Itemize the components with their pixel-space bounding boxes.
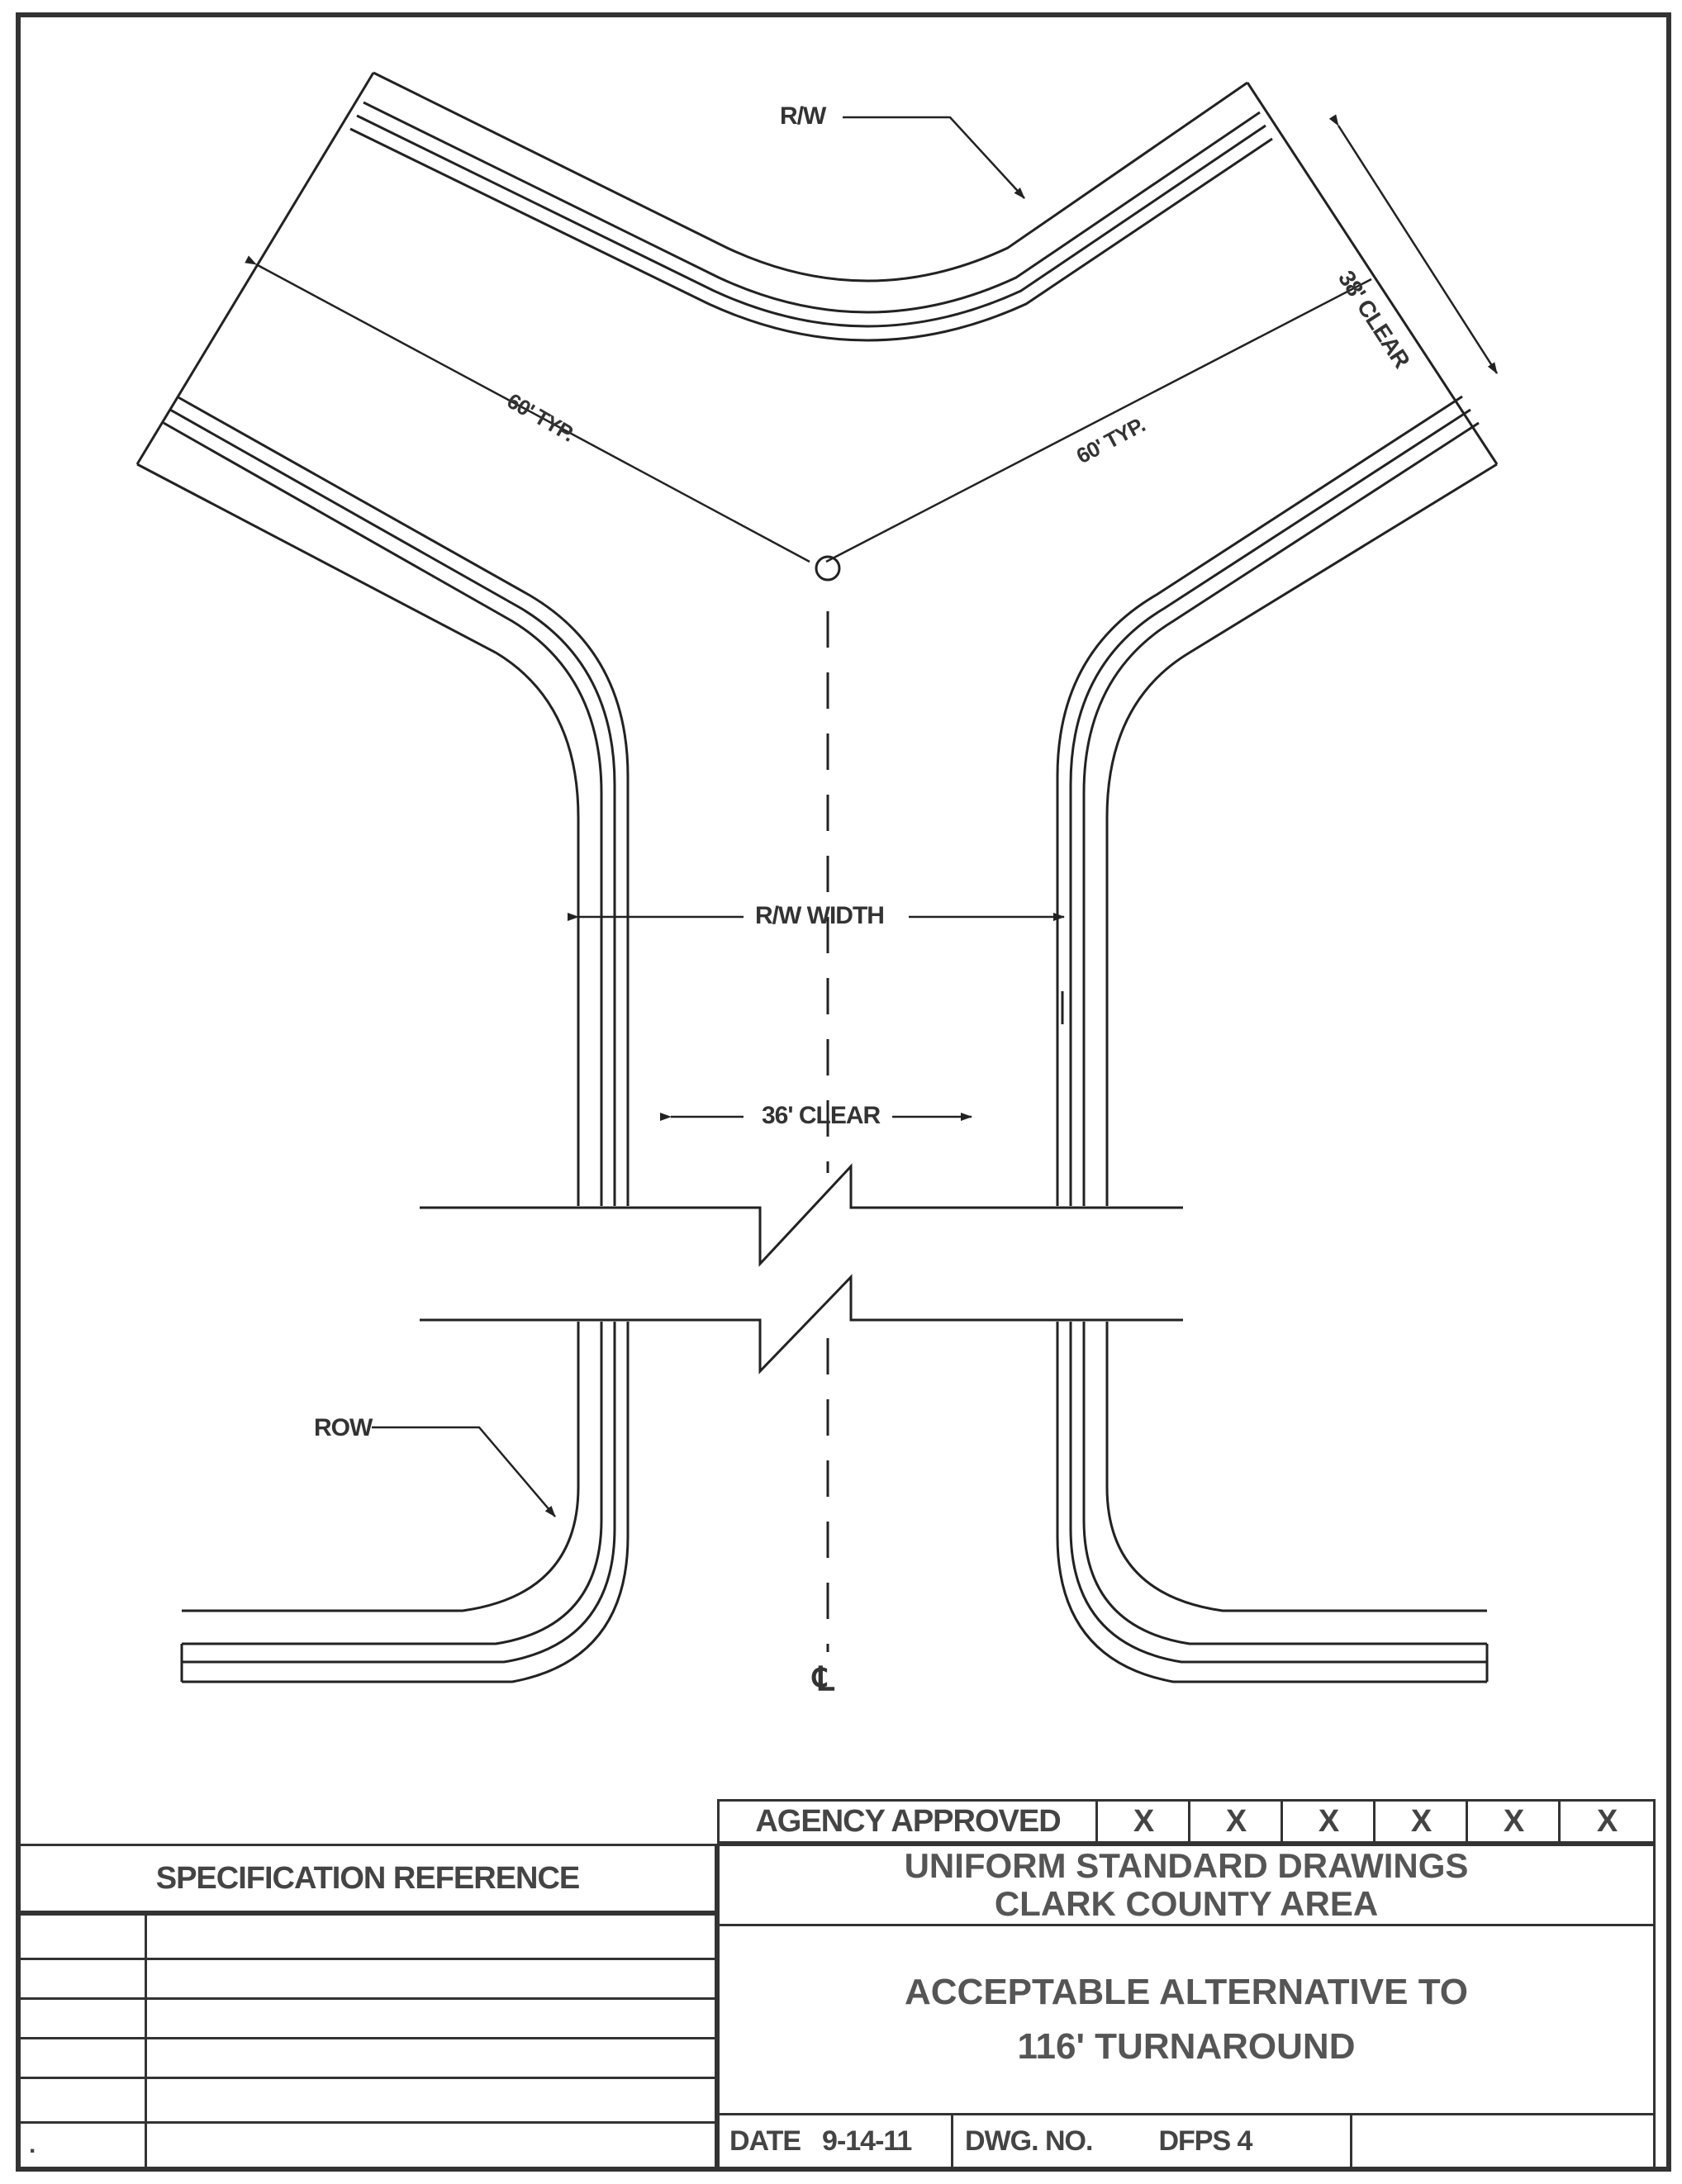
left-curb-3 (163, 421, 603, 1206)
dwg-no-value: DFPS 4 (1158, 2125, 1252, 2157)
date-value: 9-14-11 (822, 2125, 912, 2157)
agency-mark-1: X (1095, 1799, 1191, 1844)
lower-right-curb-2 (1069, 1322, 1487, 1664)
left-stem-rw (136, 463, 580, 1206)
left-arm-end (135, 72, 375, 465)
leader-row-left (372, 1426, 556, 1517)
right-curb-2 (1069, 408, 1471, 1206)
org-line-2: CLARK COUNTY AREA (994, 1884, 1379, 1923)
dwg-no-cell: DWG. NO. DFPS 4 (951, 2113, 1352, 2169)
date-label: DATE (729, 2125, 801, 2157)
spec-row-2-code (18, 1958, 147, 2000)
lower-right-curb-3 (1082, 1322, 1487, 1645)
upper-curb-3 (349, 127, 1273, 342)
dim-38-clear (1328, 114, 1499, 374)
label-rw-top: R/W (780, 102, 826, 130)
spec-reference-header: SPECIFICATION REFERENCE (18, 1844, 717, 1913)
label-row-left: ROW (314, 1414, 373, 1441)
agency-mark-3: X (1281, 1799, 1376, 1844)
right-curb-1 (1056, 395, 1463, 1206)
agency-mark-2: X (1188, 1799, 1284, 1844)
dim-60-left (245, 255, 810, 563)
upper-rw-edge (373, 71, 1248, 282)
date-cell: DATE 9-14-11 (717, 2113, 953, 2169)
right-curb-3 (1082, 421, 1480, 1206)
spec-row-4-desc (145, 2037, 717, 2079)
label-36-clear: 36' CLEAR (762, 1102, 881, 1129)
agency-mark-6: X (1558, 1799, 1656, 1844)
lower-right-curb-1 (1056, 1322, 1487, 1683)
break-lines (420, 1163, 1183, 1374)
title-line-2: 116' TURNAROUND (1017, 2026, 1356, 2067)
spec-row-6-code: . (18, 2121, 147, 2169)
spec-reference-rows: . . (18, 1913, 717, 2169)
spec-row-6-desc: . (145, 2121, 717, 2169)
extension-ticks (577, 991, 1064, 1024)
blank-cell (1350, 2113, 1656, 2169)
left-curb-2 (169, 408, 616, 1206)
lower-left-rw (182, 1322, 580, 1612)
left-curb-1 (176, 395, 630, 1206)
dim-60-right (825, 278, 1372, 563)
lower-left-curb-1 (182, 1322, 630, 1683)
road-linework (135, 71, 1499, 1683)
drawing-title: ACCEPTABLE ALTERNATIVE TO 116' TURNAROUN… (717, 1924, 1656, 2115)
lower-left-curb-3 (182, 1322, 603, 1645)
upper-curb-2 (356, 114, 1266, 328)
sheet-border (16, 12, 1671, 2172)
title-line-1: ACCEPTABLE ALTERNATIVE TO (905, 1972, 1468, 2012)
agency-mark-4: X (1373, 1799, 1469, 1844)
spec-row-3-desc (145, 1997, 717, 2039)
break-line-lower (420, 1274, 1183, 1374)
upper-curb-1 (363, 101, 1261, 314)
agency-approved-label: AGENCY APPROVED (717, 1799, 1099, 1844)
center-point (815, 555, 841, 582)
right-stem-rw (1105, 463, 1498, 1206)
label-rw-width: R/W WIDTH (755, 902, 885, 929)
spec-row-4-code (18, 2037, 147, 2079)
dwg-no-label: DWG. NO. (965, 2125, 1093, 2157)
agency-mark-5: X (1466, 1799, 1561, 1844)
lower-left-curb-2 (182, 1322, 616, 1664)
spec-row-5-code (18, 2077, 147, 2124)
leader-rw-top (843, 116, 1025, 199)
spec-row-1-code (18, 1913, 147, 1960)
spec-row-3-code (18, 1997, 147, 2039)
spec-row-1-desc (145, 1913, 717, 1960)
spec-row-5-desc (145, 2077, 717, 2124)
lower-right-rw (1105, 1322, 1487, 1612)
break-line-upper (420, 1163, 1183, 1267)
dimension-lines (245, 114, 1499, 1517)
organization-header: UNIFORM STANDARD DRAWINGS CLARK COUNTY A… (717, 1844, 1656, 1926)
org-line-1: UNIFORM STANDARD DRAWINGS (904, 1846, 1469, 1885)
label-centerline: ℄ (813, 1661, 834, 1697)
spec-row-2-desc (145, 1958, 717, 2000)
right-arm-end (1246, 82, 1499, 465)
